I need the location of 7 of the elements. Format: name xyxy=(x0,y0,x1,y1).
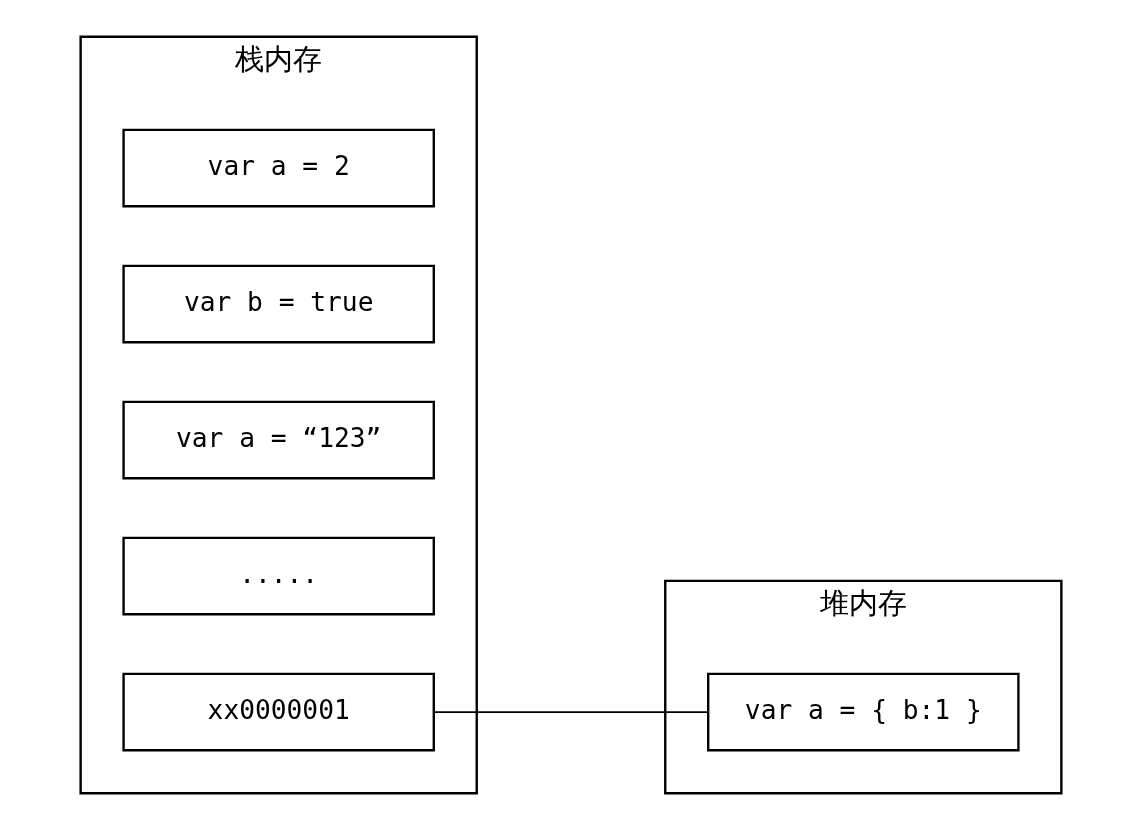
node-box: var a = “123” xyxy=(122,400,435,480)
node-box: var a = { b:1 } xyxy=(707,672,1020,752)
node-box: var b = true xyxy=(122,264,435,344)
node-box: ..... xyxy=(122,536,435,616)
connector xyxy=(433,711,709,714)
node-box: var a = 2 xyxy=(122,128,435,208)
node-box: xx0000001 xyxy=(122,672,435,752)
